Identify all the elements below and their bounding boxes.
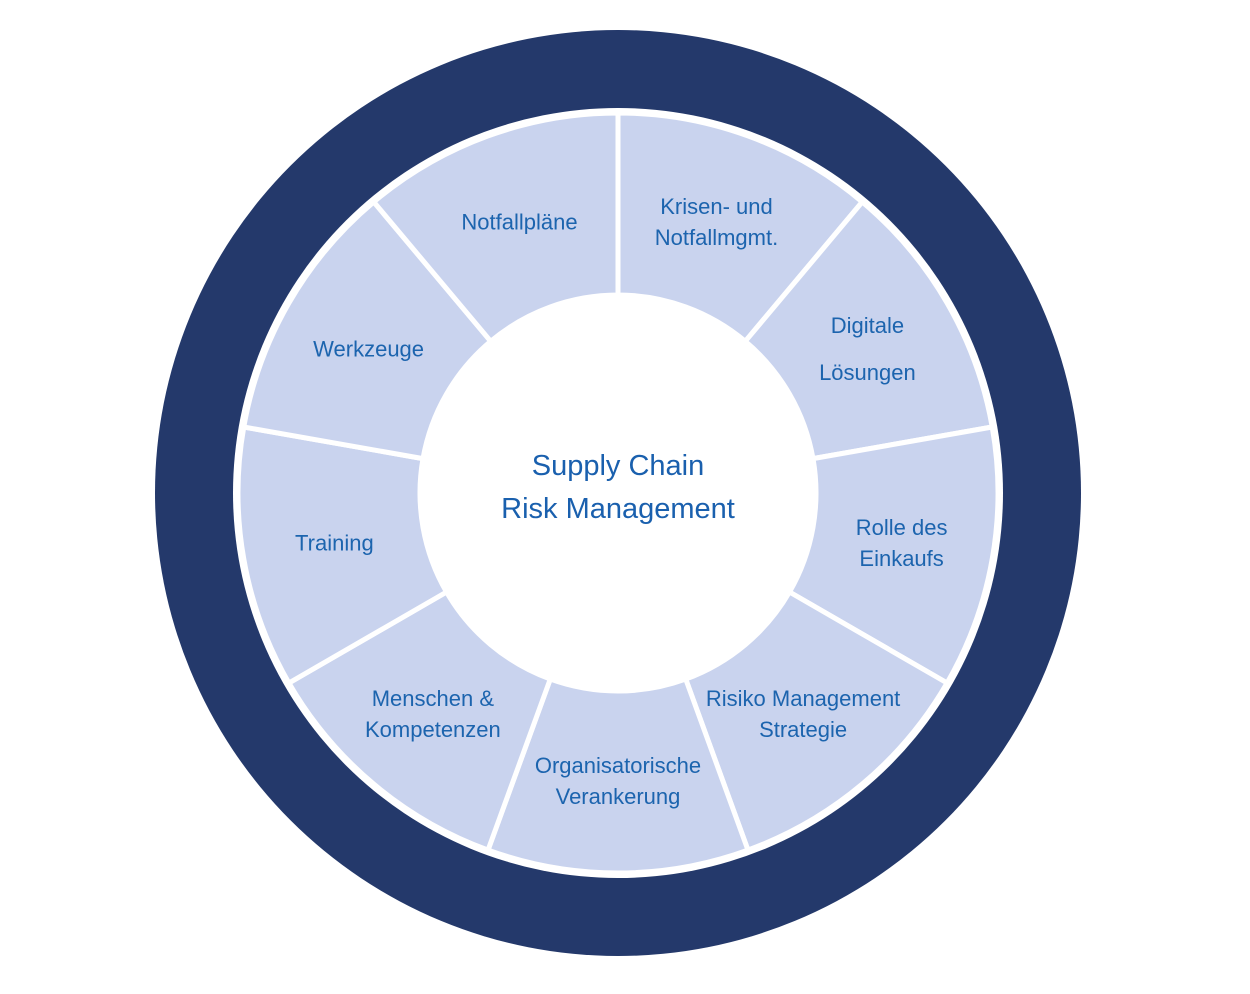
segment-risiko-management-strategie: [683, 589, 950, 853]
segment-organisatorische-verankerung: [485, 676, 751, 876]
segment-krisen-und-notfallmgmt: [615, 110, 865, 344]
segment-menschen-kompetenzen: [286, 589, 553, 853]
segment-werkzeuge: [241, 199, 494, 462]
segment-digitale-loesungen: [742, 199, 995, 462]
segment-training: [235, 424, 450, 686]
segments-group: [235, 110, 1001, 876]
center-circle: [423, 298, 813, 688]
segment-rolle-des-einkaufs: [786, 424, 1001, 686]
segment-notfallplaene: [371, 110, 621, 344]
